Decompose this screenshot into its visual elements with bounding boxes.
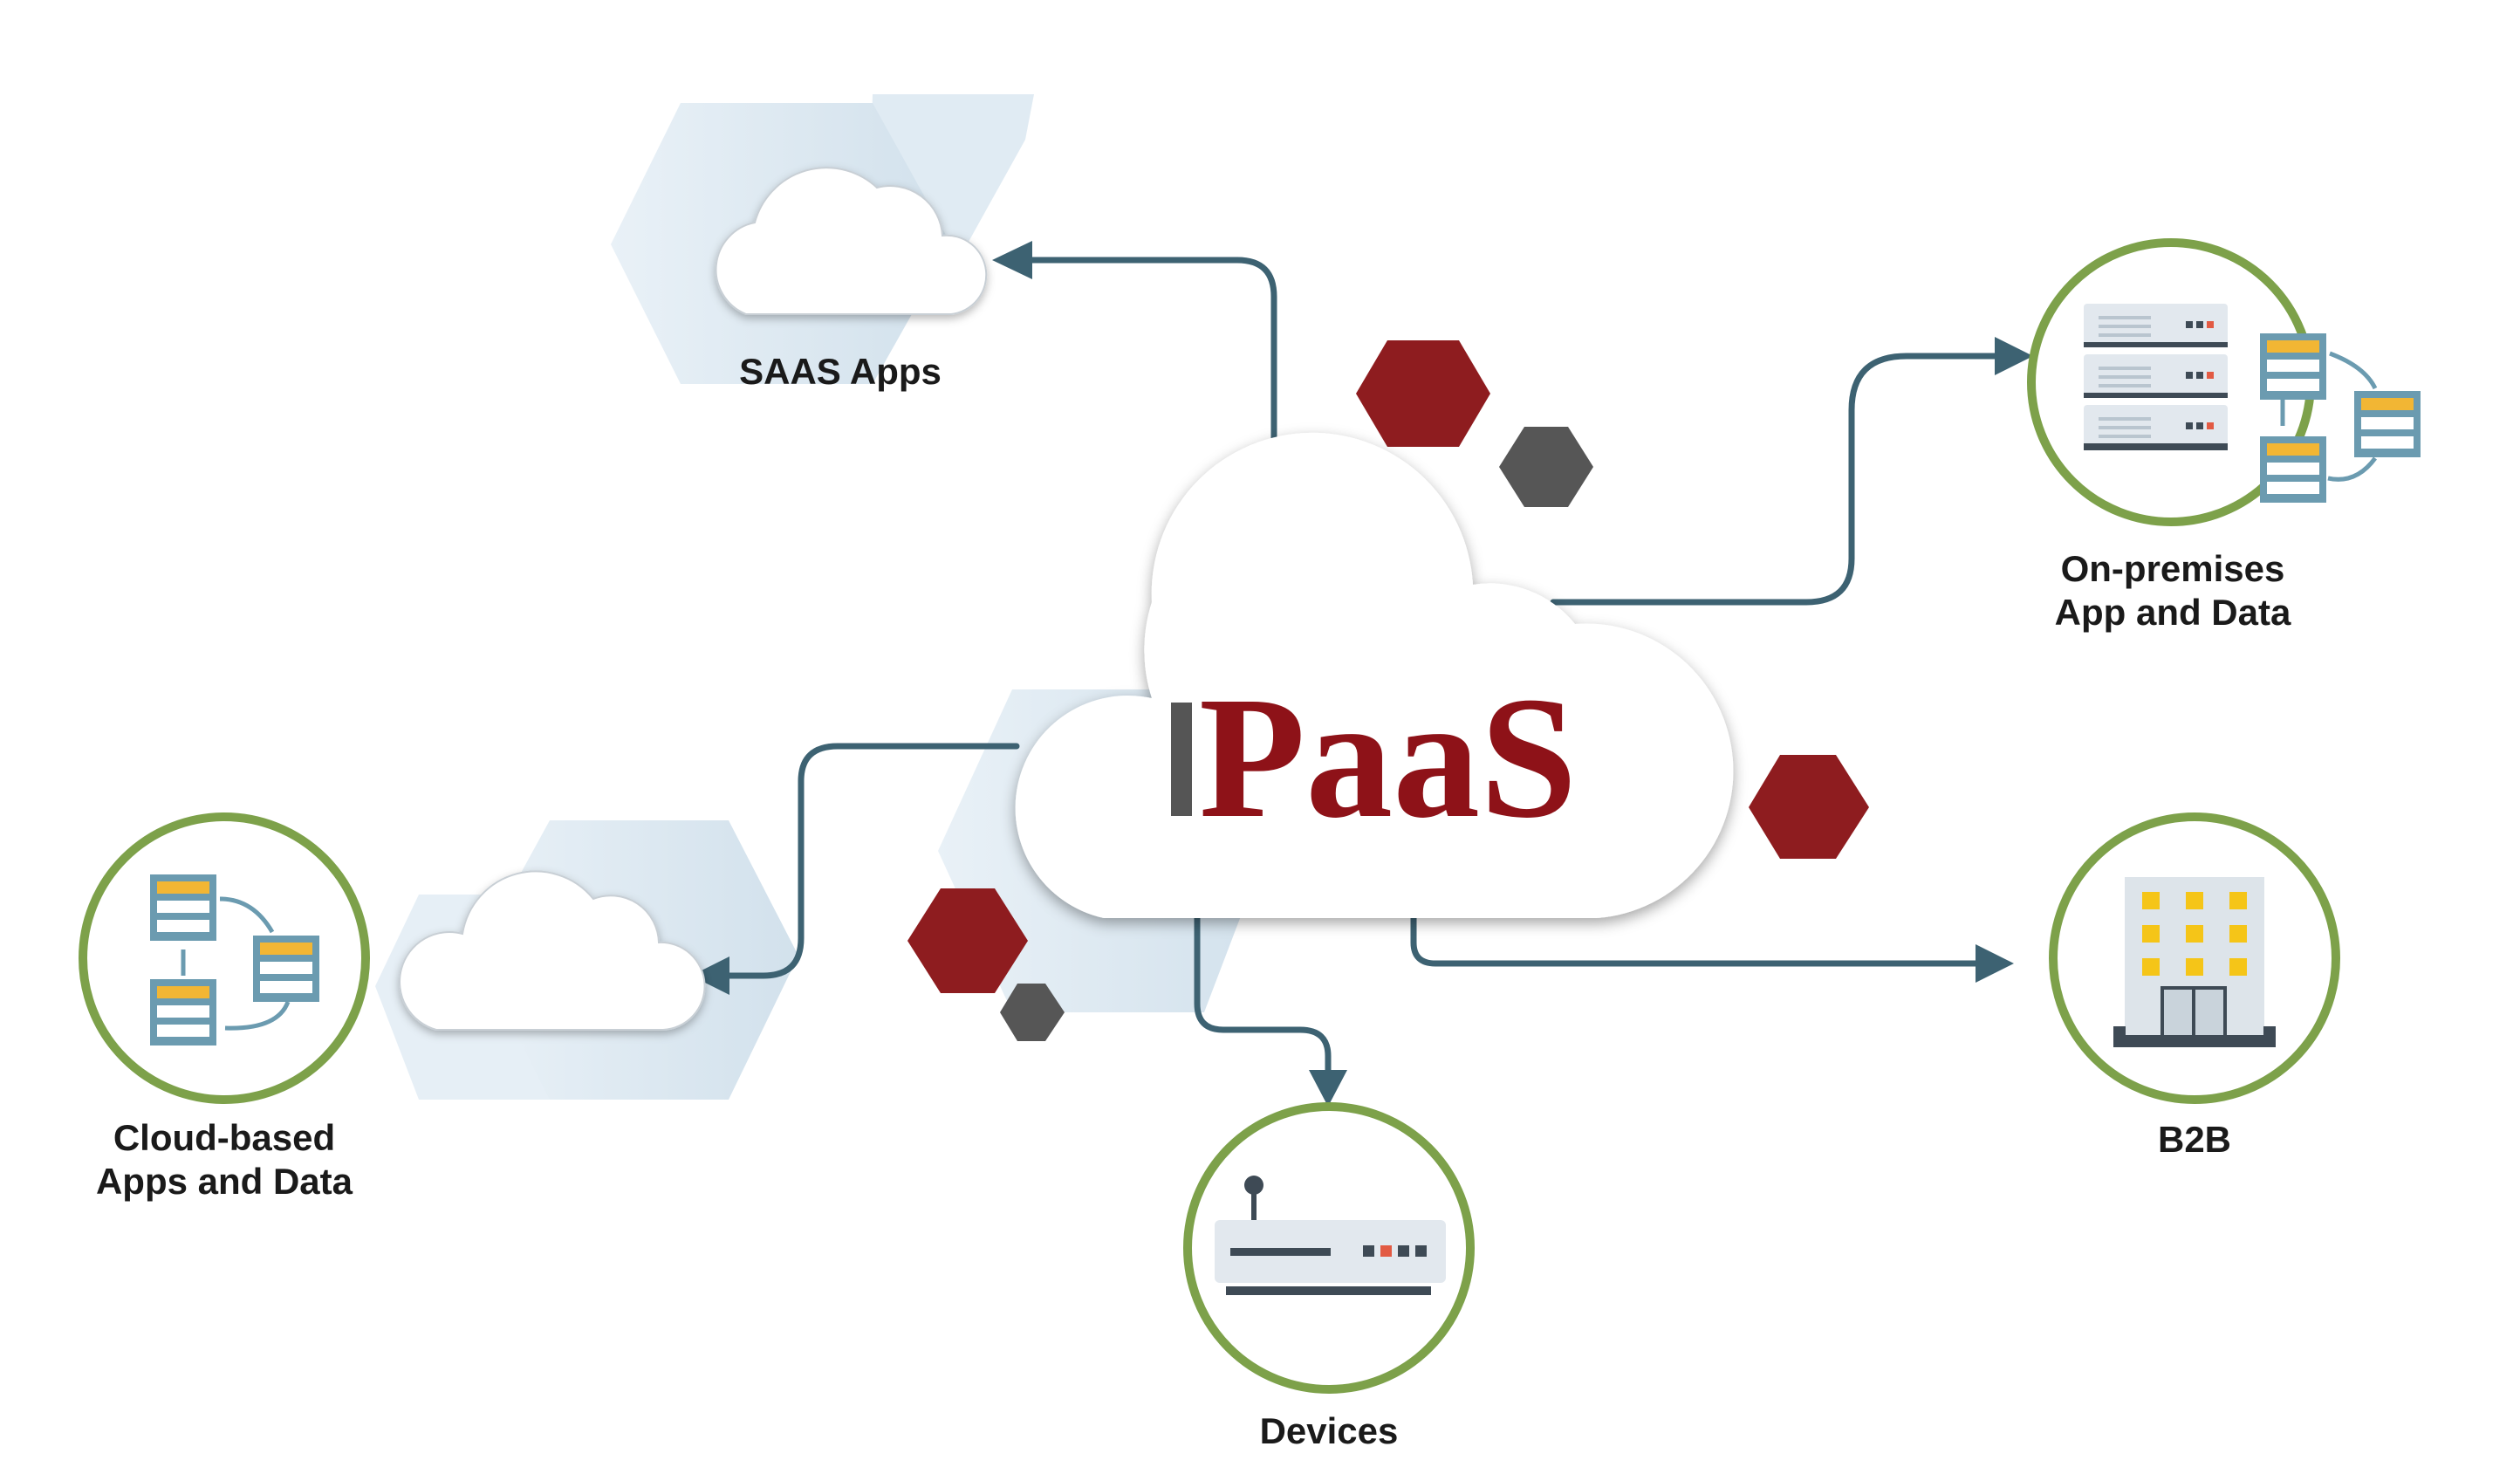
arrowhead-cloud-based <box>691 956 729 995</box>
connector-onprem <box>1550 353 2002 606</box>
hex-red-bottom-left <box>907 888 1028 993</box>
b2b-node <box>2049 812 2340 1104</box>
cloud-based-ring <box>79 812 370 1104</box>
server-rack-icon <box>2084 304 2228 450</box>
arrowhead-onprem <box>1995 337 2033 375</box>
arrowhead-b2b <box>1976 944 2014 983</box>
cloud-based-node <box>79 812 370 1104</box>
logo-text: PaaS <box>1199 662 1577 854</box>
label-onprem-line1: On-premises <box>2061 548 2285 589</box>
saas-cloud-icon <box>715 167 988 315</box>
label-cloud-based-line2: Apps and Data <box>96 1161 353 1202</box>
label-b2b: B2B <box>2158 1119 2231 1160</box>
hex-gray-top <box>1499 427 1593 507</box>
logo-bar <box>1171 703 1192 816</box>
ipaas-logo: PaaS <box>1171 662 1577 854</box>
hex-gray-bottom-left <box>1000 984 1065 1041</box>
server-cluster-icon <box>2260 333 2421 503</box>
onprem-node <box>2027 238 2421 526</box>
hex-red-right <box>1749 755 1869 859</box>
connector-b2b <box>1410 904 1984 967</box>
label-onprem-line2: App and Data <box>2055 592 2291 633</box>
label-cloud-based-line1: Cloud-based <box>113 1117 335 1158</box>
connector-devices <box>1194 904 1332 1075</box>
hex-red-top <box>1356 340 1490 447</box>
connector-cloud-based <box>712 743 1020 979</box>
arrowhead-devices <box>1309 1070 1347 1107</box>
devices-node <box>1183 1102 1475 1394</box>
label-devices: Devices <box>1260 1410 1399 1451</box>
server-cluster-icon <box>150 874 319 1046</box>
cloud-based-cloud-icon <box>398 870 706 1031</box>
arrowheads <box>691 241 2033 1107</box>
connector-saas <box>1009 257 1277 514</box>
router-icon <box>1215 1176 1446 1295</box>
connectors <box>712 257 2002 1075</box>
label-saas-apps: SAAS Apps <box>739 351 942 392</box>
arrowhead-saas <box>992 241 1032 279</box>
office-building-icon <box>2113 877 2276 1047</box>
ipaas-cloud <box>1015 432 1734 919</box>
